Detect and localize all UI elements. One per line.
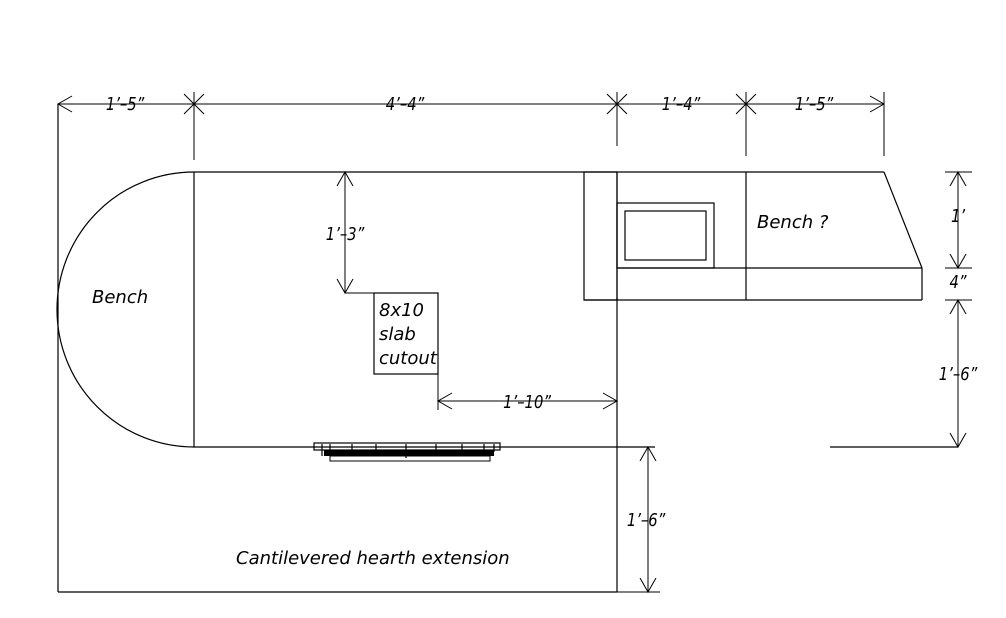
right-dimension-chain: 1’ 4” 1’–6” <box>939 170 978 449</box>
dim-right-1: 1’ <box>951 206 966 227</box>
arrowhead <box>56 95 73 113</box>
firebox-outer <box>616 202 715 269</box>
arrowhead <box>436 392 453 410</box>
arrowhead <box>949 432 967 449</box>
stove-side-left <box>583 171 618 301</box>
plan-labels: Bench Bench ? 8x10 slab cutout Cantileve… <box>92 212 829 569</box>
floor-grate <box>313 442 501 462</box>
tick-cross <box>183 93 205 115</box>
slab-cutout <box>373 292 439 375</box>
arrowhead <box>949 298 967 315</box>
dim-hearth-vertical: 1’–6” <box>627 510 666 531</box>
dim-right-3: 1’–6” <box>939 364 978 385</box>
arrowhead <box>639 445 657 462</box>
tick-cross <box>735 93 757 115</box>
tick-cross <box>606 93 628 115</box>
dim-top-4: 1’–5” <box>795 94 834 115</box>
bench-right-label: Bench ? <box>757 212 829 233</box>
dim-top-1: 1’–5” <box>106 94 145 115</box>
bench-angled-end <box>883 171 923 300</box>
arrowhead <box>602 392 619 410</box>
dim-inner-vertical: 1’–3” <box>326 224 365 245</box>
slab-label-line3: cutout <box>379 348 438 369</box>
bench-semicircle <box>56 171 195 448</box>
dim-right-2: 4” <box>950 272 967 293</box>
top-dimension-chain: 1’–5” 4’–4” 1’–4” 1’–5” <box>56 92 886 160</box>
arrowhead <box>336 170 354 187</box>
bench-left-label: Bench <box>92 287 148 308</box>
dim-inner-horizontal: 1’–10” <box>503 392 551 413</box>
plan-outline <box>56 104 958 593</box>
firebox-inner <box>624 210 707 261</box>
dim-top-2: 4’–4” <box>386 94 425 115</box>
hearth-label: Cantilevered hearth extension <box>236 548 510 569</box>
dim-top-3: 1’–4” <box>662 94 701 115</box>
inner-dimensions: 1’–3” 1’–10” 1’–6” <box>326 170 666 594</box>
slab-label-line2: slab <box>379 324 416 345</box>
arrowhead <box>869 95 886 113</box>
slab-label-line1: 8x10 <box>379 300 424 321</box>
